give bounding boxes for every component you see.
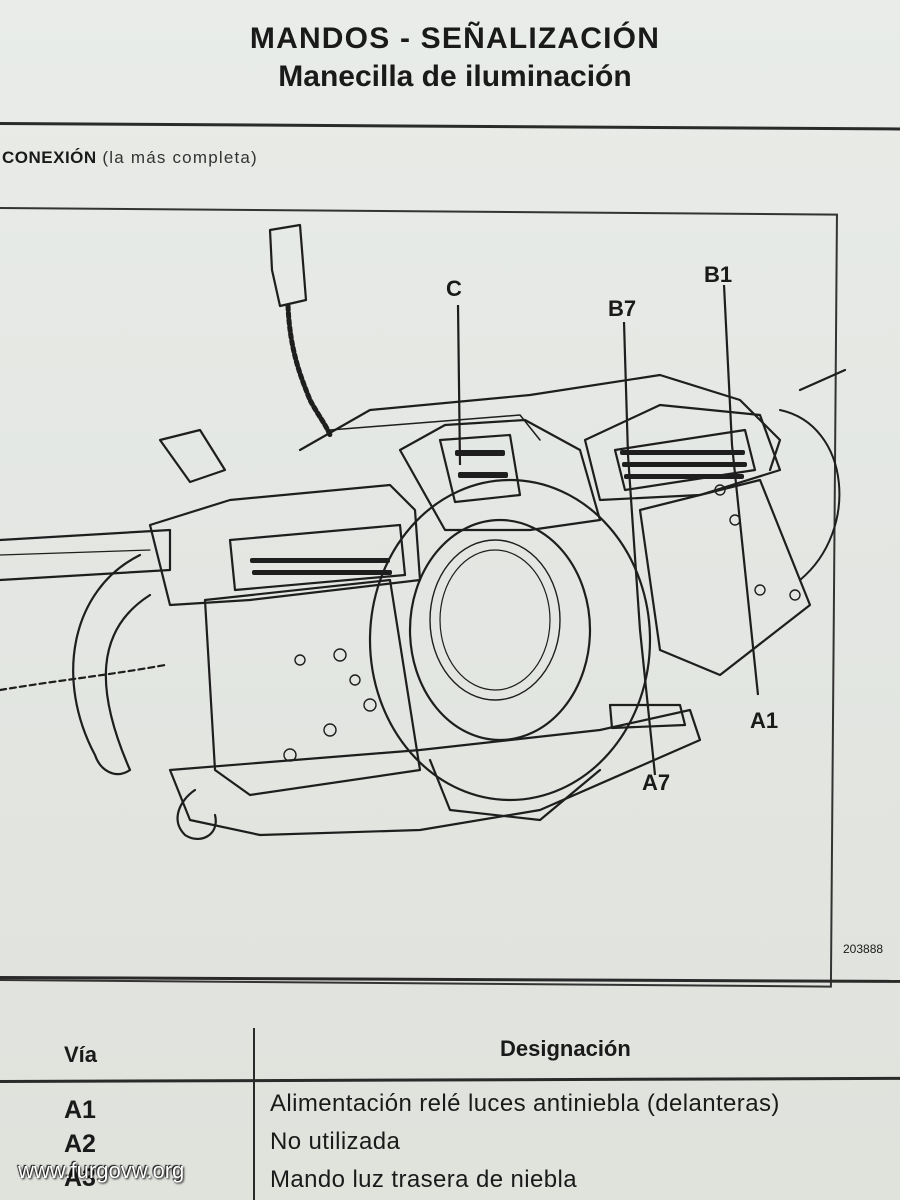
table-row-via: A3 xyxy=(64,1164,96,1192)
pin-table: Vía Designación A1 Alimentación relé luc… xyxy=(0,976,900,1200)
plug-wire xyxy=(285,303,333,438)
table-row-via: A1 xyxy=(64,1096,96,1124)
table-row-designacion: No utilizada xyxy=(270,1128,401,1155)
left-stalk xyxy=(0,528,172,582)
table-row-designacion: Alimentación relé luces antiniebla (dela… xyxy=(270,1090,780,1117)
watermark: www.furgovw.org xyxy=(18,1158,185,1183)
page-subtitle: Manecilla de iluminación xyxy=(278,60,632,93)
table-header-rule xyxy=(0,1076,900,1083)
connector-pins xyxy=(250,450,747,575)
clockspring-ring xyxy=(368,478,652,802)
page-title: MANDOS - SEÑALIZACIÓN xyxy=(249,22,661,55)
label-b7: B7 xyxy=(608,296,637,321)
table-header-via: Vía xyxy=(64,1042,98,1067)
page-header: MANDOS - SEÑALIZACIÓN Manecilla de ilumi… xyxy=(0,22,900,94)
left-connector-block xyxy=(148,483,422,607)
center-connector-block xyxy=(398,418,602,532)
table-column-divider xyxy=(253,1028,255,1200)
leader-line-b1 xyxy=(722,284,760,696)
label-a7: A7 xyxy=(642,770,671,795)
lever-arm xyxy=(72,553,152,776)
label-b1: B1 xyxy=(704,262,733,287)
header-divider xyxy=(0,122,900,131)
table-row-via: A2 xyxy=(64,1130,96,1158)
top-tab xyxy=(158,428,227,484)
section-heading-note: (la más completa) xyxy=(102,148,258,167)
label-a1: A1 xyxy=(750,708,779,733)
label-c: C xyxy=(446,276,462,301)
right-circuit-board xyxy=(638,478,812,677)
connector-diagram xyxy=(0,223,847,841)
left-circuit-board xyxy=(203,578,422,797)
right-connector-block xyxy=(583,403,782,502)
table-row-designacion: Mando luz trasera de niebla xyxy=(270,1166,577,1193)
housing-top xyxy=(298,373,782,472)
leader-line-b7 xyxy=(622,321,657,776)
section-heading: CONEXIÓN (la más completa) xyxy=(2,148,258,168)
right-arc-housing xyxy=(779,409,841,581)
bottom-hook xyxy=(176,788,217,841)
lower-frame xyxy=(168,708,702,837)
table-header-designacion: Designación xyxy=(500,1036,631,1061)
leader-line-c xyxy=(456,304,462,466)
plug-connector xyxy=(268,223,308,308)
section-heading-lead: CONEXIÓN xyxy=(2,148,97,167)
figure-code: 203888 xyxy=(843,942,884,956)
mounting-bolt xyxy=(608,703,687,730)
